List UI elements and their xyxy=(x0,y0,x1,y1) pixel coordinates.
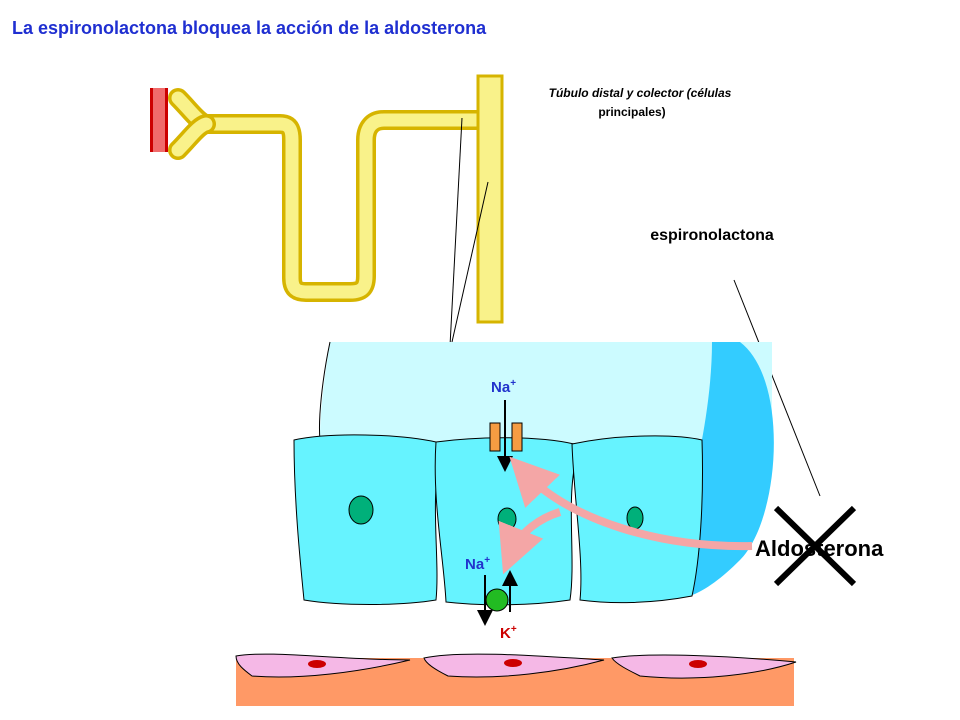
aldosterone-arrow-channel xyxy=(509,456,753,551)
sodium-channel-left xyxy=(489,422,501,452)
nucleus-right xyxy=(626,506,644,530)
potassium-label: K+ xyxy=(500,624,517,642)
zoom-line-right xyxy=(451,181,489,343)
zoom-line-left xyxy=(448,117,463,366)
fibroblasts xyxy=(235,653,797,679)
block-cross-icon xyxy=(773,505,857,587)
lumen-edge-left xyxy=(319,341,331,441)
sodium-label-bottom: Na+ xyxy=(465,555,490,573)
tubule-label-line1: Túbulo distal y colector (células xyxy=(549,86,732,100)
drug-label: espironolactona xyxy=(650,227,774,244)
sodium-channel-right xyxy=(511,422,523,452)
slide-title: La espironolactona bloquea la acción de … xyxy=(12,18,487,38)
aldosterone-arrow-pump xyxy=(498,508,562,575)
sodium-potassium-pump xyxy=(485,588,509,612)
cell-side-wall xyxy=(690,342,774,596)
afferent-vessel xyxy=(150,88,168,152)
drug-pointer-line xyxy=(733,279,821,497)
nephron-tubule xyxy=(168,74,504,324)
nucleus-center xyxy=(497,507,517,531)
nucleus-left xyxy=(348,495,374,525)
sodium-label-top: Na+ xyxy=(491,378,516,396)
tubule-label-line2: principales) xyxy=(598,105,665,119)
